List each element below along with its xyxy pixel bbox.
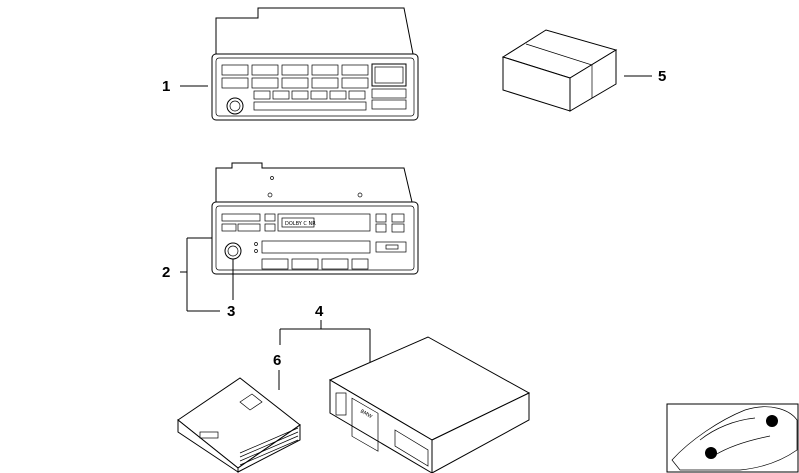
- part-5-box: [501, 29, 618, 112]
- part-1-control-unit: [211, 7, 419, 121]
- svg-text:1: 1: [162, 78, 170, 95]
- location-marker-rear: [766, 415, 778, 427]
- cassette-slot: [261, 240, 371, 254]
- callout-5: 5: [624, 68, 666, 85]
- part-6-cd-magazine: [177, 377, 301, 473]
- part-2-radio-cassette: DOLBY C NR: [211, 162, 419, 275]
- svg-text:6: 6: [273, 352, 281, 369]
- part-4-cd-changer: BMW: [328, 336, 531, 473]
- svg-text:4: 4: [315, 303, 324, 320]
- svg-text:5: 5: [658, 68, 666, 85]
- callout-3: 3: [227, 259, 235, 320]
- changer-label: BMW: [359, 409, 373, 421]
- radio-knob: [224, 242, 242, 260]
- svg-text:2: 2: [162, 264, 170, 281]
- dolby-label: DOLBY C NR: [285, 221, 316, 227]
- callout-4: 4: [279, 303, 371, 362]
- callout-2: 2: [162, 237, 220, 312]
- volume-knob: [226, 97, 244, 115]
- svg-text:3: 3: [227, 303, 235, 320]
- vehicle-location-thumbnail: [666, 403, 799, 473]
- callout-6: 6: [273, 352, 281, 390]
- button-grid: [221, 63, 407, 111]
- callout-1: 1: [162, 78, 208, 95]
- location-marker-front: [705, 447, 717, 459]
